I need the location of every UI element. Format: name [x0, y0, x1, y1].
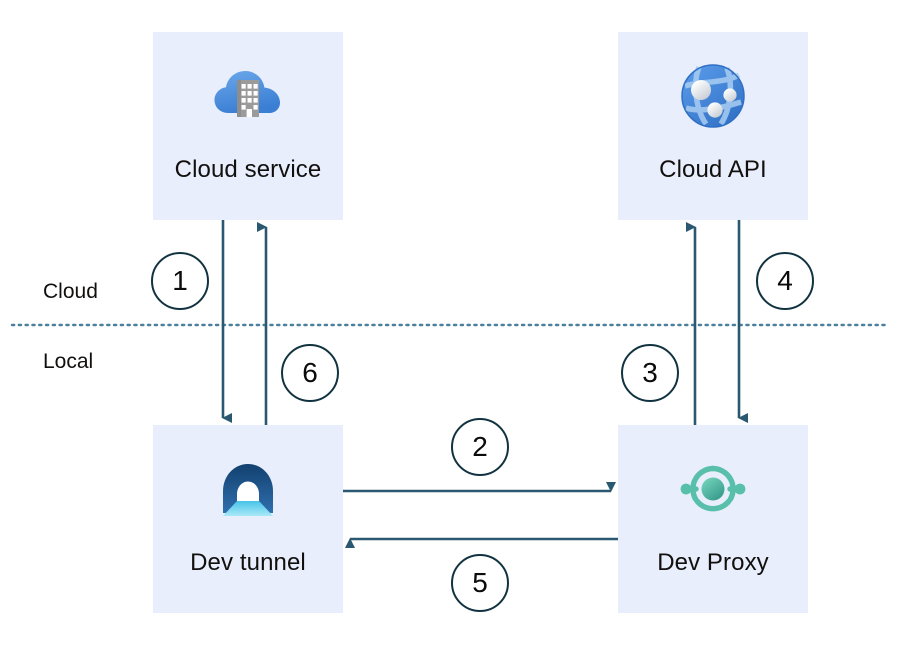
node-dev-proxy[interactable]: Dev Proxy — [618, 425, 808, 613]
node-dev-tunnel[interactable]: Dev tunnel — [153, 425, 343, 613]
cloud-building-icon — [210, 58, 286, 134]
node-label-dev-proxy: Dev Proxy — [657, 549, 769, 576]
proxy-target-icon — [675, 451, 751, 527]
globe-network-icon — [675, 58, 751, 134]
node-cloud-service[interactable]: Cloud service — [153, 32, 343, 220]
tunnel-icon — [210, 451, 286, 527]
step-marker-4[interactable]: 4 — [756, 252, 814, 310]
node-label-cloud-service: Cloud service — [174, 156, 322, 183]
node-label-cloud-api: Cloud API — [659, 156, 767, 183]
step-marker-2[interactable]: 2 — [451, 418, 509, 476]
node-label-dev-tunnel: Dev tunnel — [190, 549, 306, 576]
step-marker-3[interactable]: 3 — [621, 344, 679, 402]
step-marker-6[interactable]: 6 — [281, 344, 339, 402]
step-marker-1[interactable]: 1 — [151, 252, 209, 310]
node-cloud-api[interactable]: Cloud API — [618, 32, 808, 220]
zone-label-cloud: Cloud — [43, 280, 98, 303]
step-marker-5[interactable]: 5 — [451, 554, 509, 612]
zone-label-local: Local — [43, 350, 94, 373]
